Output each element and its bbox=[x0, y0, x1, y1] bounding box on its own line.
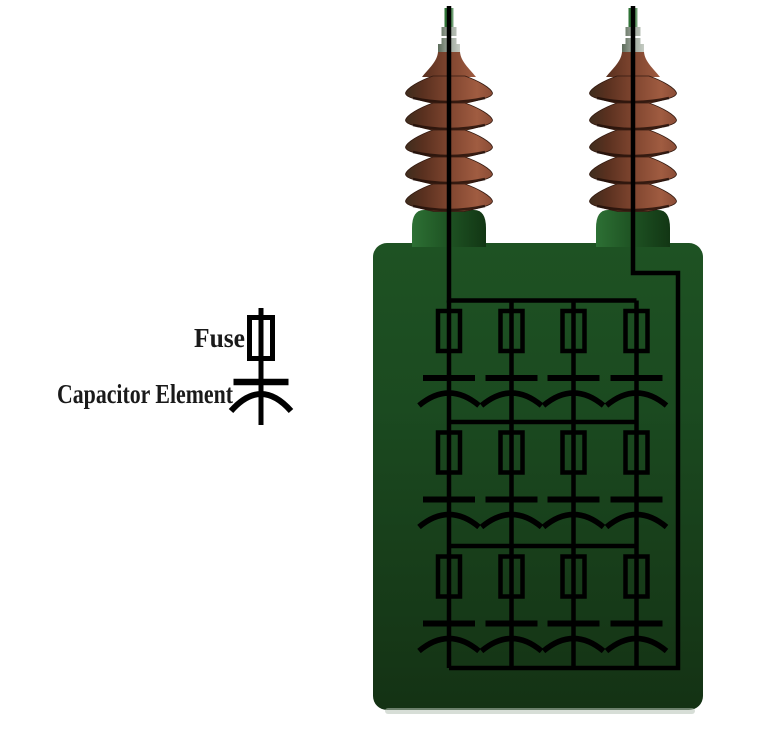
legend-capacitor-label: Capacitor Element bbox=[57, 379, 233, 409]
legend: Fuse Capacitor Element bbox=[57, 308, 294, 425]
legend-fuse-label: Fuse bbox=[194, 323, 245, 353]
capacitor-tank bbox=[373, 243, 703, 714]
legend-fuse-capacitor-symbol bbox=[228, 308, 294, 425]
tank-body bbox=[373, 243, 703, 710]
legend-fuse-symbol bbox=[247, 315, 275, 361]
legend-capacitor-arc bbox=[228, 391, 294, 414]
internal-circuit-schematic bbox=[419, 6, 681, 671]
right-bushing-lead-and-bottom-bus bbox=[449, 6, 681, 671]
tank-reflection bbox=[385, 708, 695, 714]
